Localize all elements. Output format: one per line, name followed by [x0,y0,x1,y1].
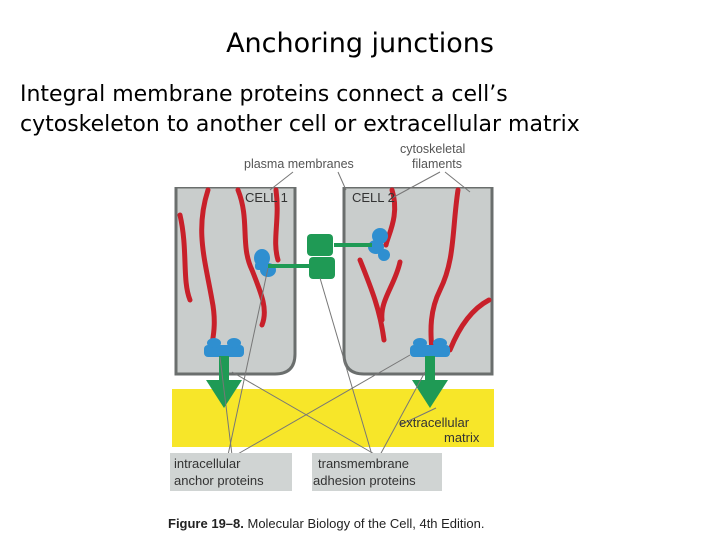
cell-1 [174,185,297,376]
anchor-protein-cell-1-matrix [204,338,244,357]
label-cell-1: CELL 1 [245,190,288,205]
label-intracellular: intracellular [174,456,241,471]
caption-figure-number: Figure 19–8. [168,516,244,531]
adhesion-arrow-cell-1 [206,356,242,408]
anchor-protein-cell-2-matrix [410,338,450,357]
label-cytoskeletal: cytoskeletal [400,142,465,156]
body-line-1: Integral membrane proteins connect a cel… [20,82,508,107]
label-filaments: filaments [412,157,462,171]
label-adhesion-proteins: adhesion proteins [313,473,416,488]
label-box-intracellular [170,453,292,491]
label-box-transmembrane [312,453,442,491]
cytoskeletal-filaments-cell-2 [357,187,492,353]
label-extracellular: extracellular [399,415,470,430]
slide-title: Anchoring junctions [226,28,494,59]
label-matrix: matrix [444,430,480,445]
label-transmembrane: transmembrane [318,456,409,471]
label-plasma-membranes: plasma membranes [244,157,354,171]
caption-source: Molecular Biology of the Cell, 4th Editi… [244,516,485,531]
body-line-2: cytoskeleton to another cell or extracel… [20,112,580,137]
slide-body: Integral membrane proteins connect a cel… [20,80,710,140]
leader-lines [219,171,471,456]
label-cell-2: CELL 2 [352,190,395,205]
label-anchor-proteins: anchor proteins [174,473,264,488]
adhesion-arrow-cell-2 [412,356,448,408]
figure-caption: Figure 19–8. Molecular Biology of the Ce… [168,516,485,531]
adhesion-proteins-cell-cell [268,234,372,279]
